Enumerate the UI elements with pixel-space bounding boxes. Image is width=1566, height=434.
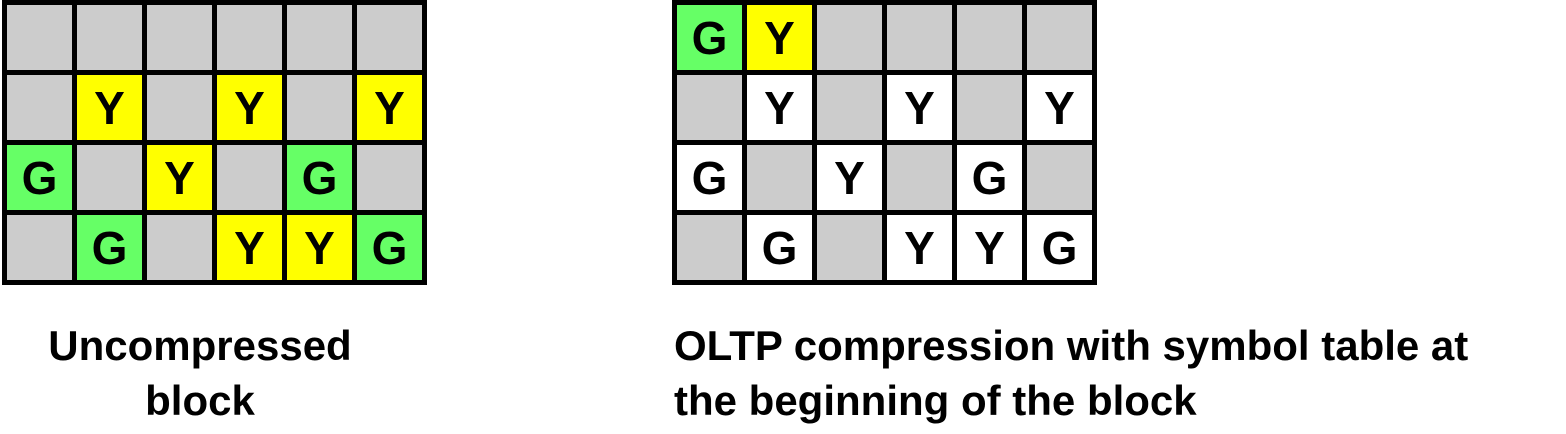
oltp-compressed-block-caption: OLTP compression with symbol table at th… [674, 318, 1566, 428]
block-cell [1027, 5, 1092, 70]
caption-line: block [145, 377, 255, 424]
block-cell: G [7, 145, 72, 210]
block-cell [147, 5, 212, 70]
block-cell: Y [287, 215, 352, 280]
block-cell: G [957, 145, 1022, 210]
block-cell [77, 5, 142, 70]
block-cell: G [677, 5, 742, 70]
block-cell [357, 5, 422, 70]
block-cell: Y [887, 215, 952, 280]
block-cell: Y [747, 5, 812, 70]
block-cell [957, 75, 1022, 140]
block-cell: Y [217, 215, 282, 280]
block-cell [7, 215, 72, 280]
block-cell [77, 145, 142, 210]
block-cell [677, 75, 742, 140]
block-cell: G [677, 145, 742, 210]
block-cell [817, 5, 882, 70]
block-cell [817, 215, 882, 280]
block-cell: G [287, 145, 352, 210]
block-cell [147, 75, 212, 140]
block-cell: Y [1027, 75, 1092, 140]
block-cell: Y [357, 75, 422, 140]
block-cell: Y [217, 75, 282, 140]
block-cell: G [747, 215, 812, 280]
block-cell [817, 75, 882, 140]
block-cell: G [1027, 215, 1092, 280]
caption-line: Uncompressed [48, 322, 352, 369]
block-cell [1027, 145, 1092, 210]
block-cell [957, 5, 1022, 70]
caption-line: the beginning of the block [674, 377, 1197, 424]
block-cell: G [77, 215, 142, 280]
caption-line: OLTP compression with symbol table at [674, 322, 1469, 369]
block-cell: Y [817, 145, 882, 210]
block-cell [217, 5, 282, 70]
uncompressed-block-caption: Uncompressed block [0, 318, 400, 428]
block-cell [147, 215, 212, 280]
block-cell: Y [957, 215, 1022, 280]
block-cell [7, 5, 72, 70]
block-cell: Y [887, 75, 952, 140]
block-cell: Y [747, 75, 812, 140]
block-cell [677, 215, 742, 280]
block-cell: Y [77, 75, 142, 140]
block-cell [887, 145, 952, 210]
block-cell [7, 75, 72, 140]
block-cell [287, 75, 352, 140]
block-cell [217, 145, 282, 210]
block-cell: G [357, 215, 422, 280]
block-cell [747, 145, 812, 210]
block-cell [287, 5, 352, 70]
block-cell: Y [147, 145, 212, 210]
block-cell [887, 5, 952, 70]
block-cell [357, 145, 422, 210]
